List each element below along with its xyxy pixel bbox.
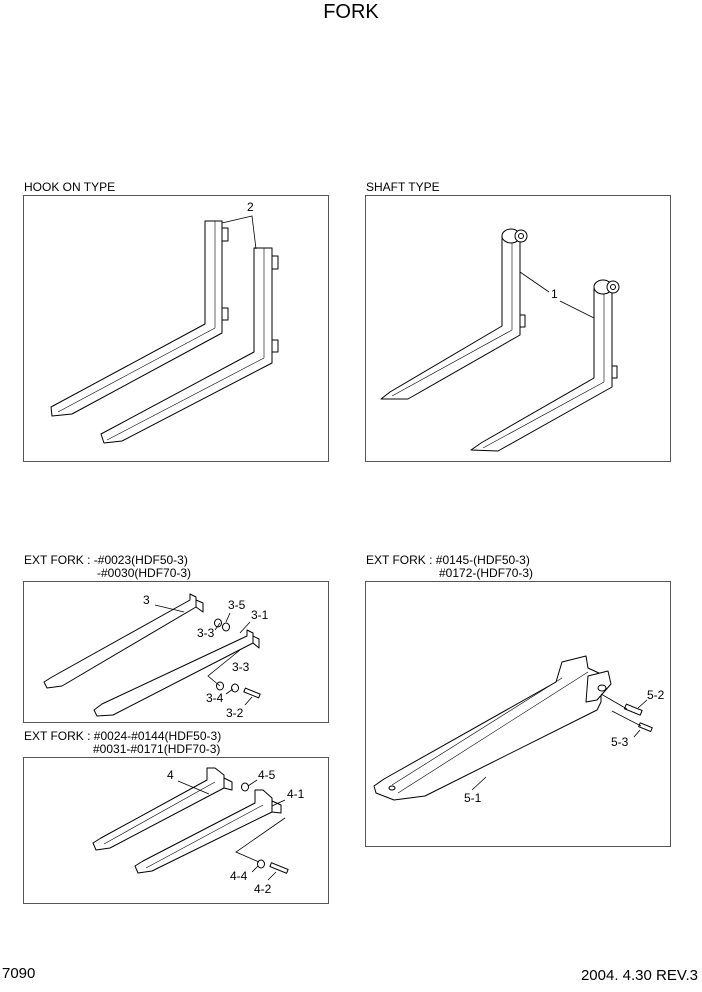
shaft-type-panel — [365, 195, 671, 462]
ext-b-leader-4-4a — [235, 817, 286, 863]
hook-fork-right — [100, 247, 279, 444]
page-number: 7090 — [2, 965, 36, 982]
callout-ext-c-5-2: 5-2 — [647, 688, 665, 702]
shaft-leader-1a — [519, 271, 550, 293]
ext-a-leader-3-4 — [225, 688, 234, 695]
callout-ext-a-3-5: 3-5 — [228, 598, 246, 612]
ext-fork-a-heading-line2: -#0030(HDF70-3) — [97, 566, 192, 580]
ext-c-leader-5-2 — [637, 699, 648, 709]
ext-a-sleeve-right — [93, 629, 260, 717]
callout-ext-b-4-1: 4-1 — [287, 787, 305, 801]
ext-a-leader-3-5 — [225, 612, 231, 623]
ext-a-hardware — [214, 618, 261, 699]
ext-c-leader-a — [600, 693, 628, 710]
shaft-leader-1b — [559, 300, 595, 319]
callout-shaft-1: 1 — [551, 287, 558, 301]
shaft-fork-right — [470, 279, 620, 452]
callout-ext-a-3-3a: 3-3 — [197, 626, 215, 640]
hook-on-type-panel — [23, 195, 329, 462]
ext-fork-c-heading-line1: EXT FORK : #0145-(HDF50-3) — [366, 553, 530, 567]
ext-a-leader-3-3b — [207, 649, 241, 687]
callout-ext-b-4-5: 4-5 — [258, 768, 276, 782]
callout-ext-b-4-2: 4-2 — [254, 882, 272, 896]
ext-a-sleeve-left — [43, 593, 204, 689]
hook-on-type-heading: HOOK ON TYPE — [24, 180, 116, 194]
hook-leader-2 — [221, 215, 257, 250]
callout-ext-b-4-4: 4-4 — [230, 869, 248, 883]
shaft-type-heading: SHAFT TYPE — [366, 180, 440, 194]
ext-fork-b-heading-line1: EXT FORK : #0024-#0144(HDF50-3) — [24, 729, 222, 743]
ext-b-sleeve-left — [92, 767, 233, 851]
ext-c-hardware — [623, 703, 653, 732]
hook-fork-left — [50, 220, 229, 417]
ext-fork-b-panel — [23, 757, 329, 904]
ext-c-leader-b — [611, 710, 642, 727]
ext-a-leader-3-2 — [244, 696, 253, 706]
ext-fork-c-panel — [365, 581, 671, 847]
callout-ext-a-3-1: 3-1 — [251, 608, 269, 622]
ext-c-sleeve — [373, 655, 612, 801]
ext-c-leader-5-1 — [471, 776, 487, 791]
shaft-fork-left — [380, 228, 528, 400]
ext-c-leader-5-3 — [633, 729, 641, 738]
ext-b-leader-4-2 — [267, 871, 277, 881]
callout-ext-c-5-1: 5-1 — [464, 791, 482, 805]
ext-b-leader-4-5 — [247, 779, 258, 787]
ext-fork-b-heading-line2: #0031-#0171(HDF70-3) — [93, 742, 221, 756]
ext-b-leader-4 — [177, 780, 210, 795]
page-title: FORK — [323, 1, 379, 23]
ext-a-leader-3 — [154, 604, 185, 613]
ext-b-leader-4-1 — [271, 799, 286, 807]
ext-a-leader-3-1 — [239, 621, 251, 634]
ext-fork-c-heading-line2: #0172-(HDF70-3) — [439, 566, 534, 580]
ext-b-sleeve-right — [134, 789, 282, 874]
ext-fork-a-panel — [23, 581, 329, 723]
callout-ext-a-3-3b: 3-3 — [232, 660, 250, 674]
callout-ext-b-4: 4 — [167, 768, 174, 782]
ext-a-leader-3-3a — [214, 622, 221, 631]
callout-ext-c-5-3: 5-3 — [611, 735, 629, 749]
callout-ext-a-3: 3 — [143, 593, 150, 607]
ext-b-hardware — [241, 782, 289, 874]
ext-fork-a-heading-line1: EXT FORK : -#0023(HDF50-3) — [24, 553, 188, 567]
callout-ext-a-3-2: 3-2 — [226, 706, 244, 720]
callout-hook-2: 2 — [247, 200, 254, 214]
callout-ext-a-3-4: 3-4 — [206, 691, 224, 705]
ext-b-leader-4-4 — [251, 865, 259, 873]
revision-date: 2004. 4.30 REV.3 — [580, 967, 698, 984]
